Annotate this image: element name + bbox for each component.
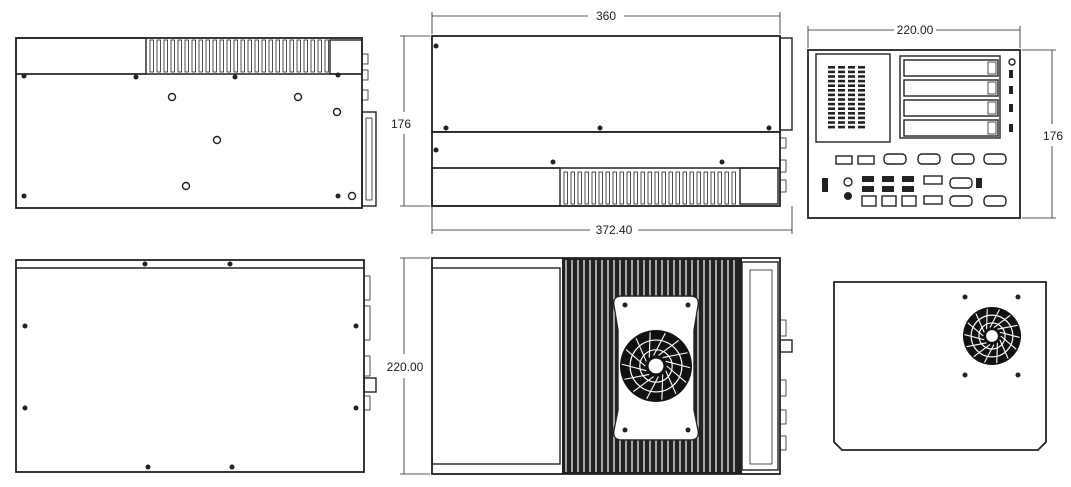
rear-io-view: 220.00 176: [807, 23, 1063, 219]
screw-holes: [21, 72, 357, 201]
dimension-height-176: 176: [391, 35, 430, 207]
top-view: 220.00: [387, 257, 793, 475]
fan-plate: [612, 295, 700, 441]
dimension-depth-220: 220.00: [387, 257, 430, 475]
screw-holes: [962, 294, 1021, 378]
dimension-label-176-front: 176: [391, 117, 411, 131]
left-side-view: [15, 37, 377, 209]
side-leds: [1008, 58, 1016, 132]
dimension-width-360: 360: [431, 9, 781, 34]
dimension-depth-372: 372.40: [431, 206, 793, 237]
heatsink-fins: [563, 171, 736, 205]
screw-holes: [22, 261, 359, 470]
screw-holes: [433, 43, 772, 165]
heatsink-fins: [149, 39, 329, 73]
vent-grille-icon: [828, 66, 865, 129]
dimension-label-360: 360: [596, 9, 616, 23]
right-side-view: [15, 259, 377, 473]
dimension-height-176-rear: 176: [1022, 49, 1063, 219]
io-ports: [822, 153, 1007, 207]
fan-icon: [963, 307, 1021, 365]
expansion-slots: [899, 55, 1001, 139]
dimension-label-176-rear: 176: [1043, 129, 1063, 143]
dimension-label-220-top: 220.00: [387, 360, 424, 374]
dimension-label-220-rear: 220.00: [897, 23, 934, 37]
dimension-label-372: 372.40: [596, 223, 633, 237]
dimension-width-220: 220.00: [807, 23, 1021, 48]
front-view: 360 176: [391, 9, 793, 237]
bottom-view: [833, 281, 1047, 451]
fan-icon: [620, 330, 692, 402]
